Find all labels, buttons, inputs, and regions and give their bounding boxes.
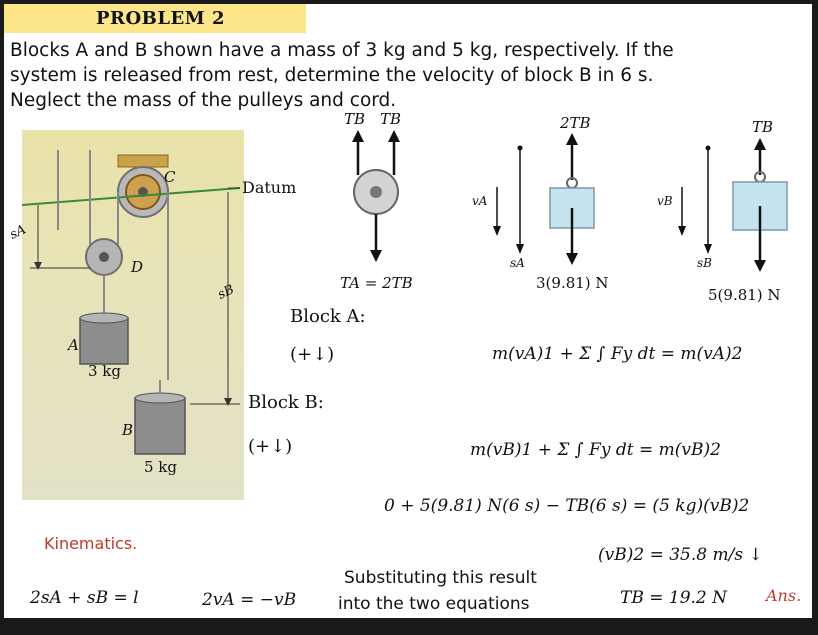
tb-block-b-label: TB [752, 118, 774, 136]
weight-b-label: 5(9.81) N [708, 286, 781, 304]
mass-b-label: 5 kg [144, 458, 178, 476]
block-a [79, 317, 129, 365]
ta-equation: TA = 2TB [340, 274, 413, 292]
block-a-impulse-equation: m(vA)1 + Σ ∫ Fy dt = m(vA)2 [492, 344, 743, 364]
kinematics-velocity-equation: 2vA = −vB [202, 590, 297, 610]
statement-line-1: Blocks A and B shown have a mass of 3 kg… [10, 40, 674, 61]
kinematics-heading: Kinematics. [44, 534, 138, 553]
label-c: C [164, 168, 176, 186]
problem-statement: Blocks A and B shown have a mass of 3 kg… [10, 38, 800, 113]
answer-marker: Ans. [766, 586, 802, 605]
block-b-sign: (+↓) [248, 436, 293, 457]
weight-a-label: 3(9.81) N [536, 274, 609, 292]
left-border [0, 0, 4, 635]
top-border [0, 0, 818, 4]
two-tb-label: 2TB [560, 114, 591, 132]
vb-label: vB [657, 194, 673, 208]
block-b-impulse-equation: m(vB)1 + Σ ∫ Fy dt = m(vB)2 [470, 440, 721, 460]
mass-a-label: 3 kg [88, 362, 122, 380]
substitution-line-1: Substituting this result [344, 568, 537, 588]
tb-left-label: TB [344, 110, 366, 128]
problem-title: PROBLEM 2 [96, 8, 225, 29]
block-b-heading: Block B: [248, 392, 324, 413]
kinematics-position-equation: 2sA + sB = l [30, 588, 139, 608]
statement-line-3: Neglect the mass of the pulleys and cord… [10, 90, 397, 111]
problem-header: PROBLEM 2 [4, 4, 306, 33]
statement-line-2: system is released from rest, determine … [10, 65, 654, 86]
va-label: vA [472, 194, 488, 208]
label-a: A [68, 336, 79, 354]
block-b-substituted-equation: 0 + 5(9.81) N(6 s) − TB(6 s) = (5 kg)(vB… [384, 496, 750, 516]
right-border [812, 0, 818, 635]
velocity-result: (vB)2 = 35.8 m/s ↓ [598, 545, 763, 565]
substitution-line-2: into the two equations [338, 594, 530, 614]
block-b [134, 397, 186, 455]
sb-label: sB [697, 256, 712, 270]
label-b: B [122, 421, 134, 439]
tb-right-label: TB [380, 110, 402, 128]
sa-label: sA [510, 256, 525, 270]
label-d: D [131, 258, 144, 276]
bottom-border [0, 618, 818, 635]
datum-label: Datum [242, 178, 297, 197]
tension-result: TB = 19.2 N [620, 588, 728, 608]
block-a-sign: (+↓) [290, 344, 335, 365]
block-a-heading: Block A: [290, 306, 366, 327]
